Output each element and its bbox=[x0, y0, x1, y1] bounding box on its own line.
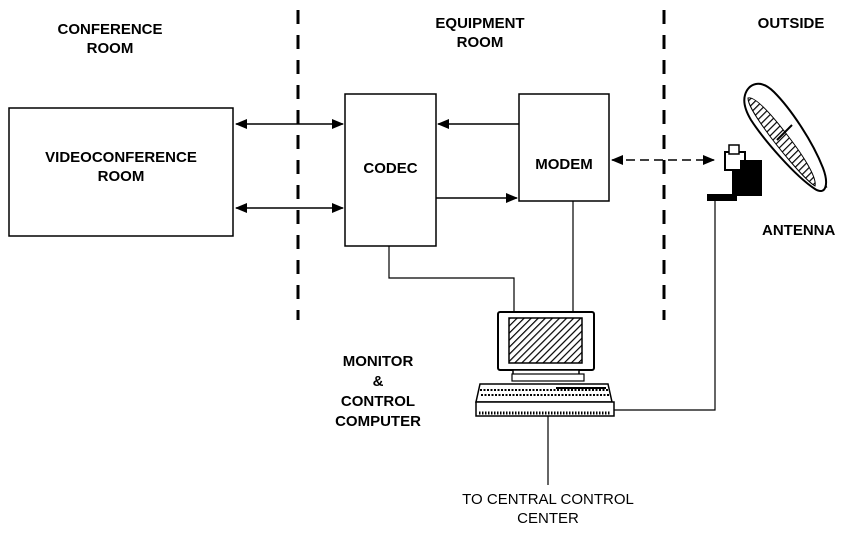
monitor-control-computer-label: MONITOR & CONTROL COMPUTER bbox=[318, 352, 438, 432]
central-control-label: TO CENTRAL CONTROL CENTER bbox=[438, 490, 658, 528]
videoconference-room-label: VIDEOCONFERENCE ROOM bbox=[9, 148, 233, 186]
conference-room-zone-label: CONFERENCE ROOM bbox=[30, 20, 190, 58]
modem-block bbox=[519, 94, 609, 201]
monitor-computer-icon bbox=[476, 312, 614, 416]
outside-zone-label: OUTSIDE bbox=[736, 14, 846, 33]
antenna-to-computer-line bbox=[612, 200, 715, 410]
antenna-label: ANTENNA bbox=[762, 221, 858, 240]
equipment-room-zone-label: EQUIPMENT ROOM bbox=[400, 14, 560, 52]
satellite-dish-icon bbox=[707, 84, 827, 201]
codec-label: CODEC bbox=[345, 159, 436, 178]
modem-label: MODEM bbox=[519, 155, 609, 174]
codec-to-computer-line bbox=[389, 246, 514, 314]
